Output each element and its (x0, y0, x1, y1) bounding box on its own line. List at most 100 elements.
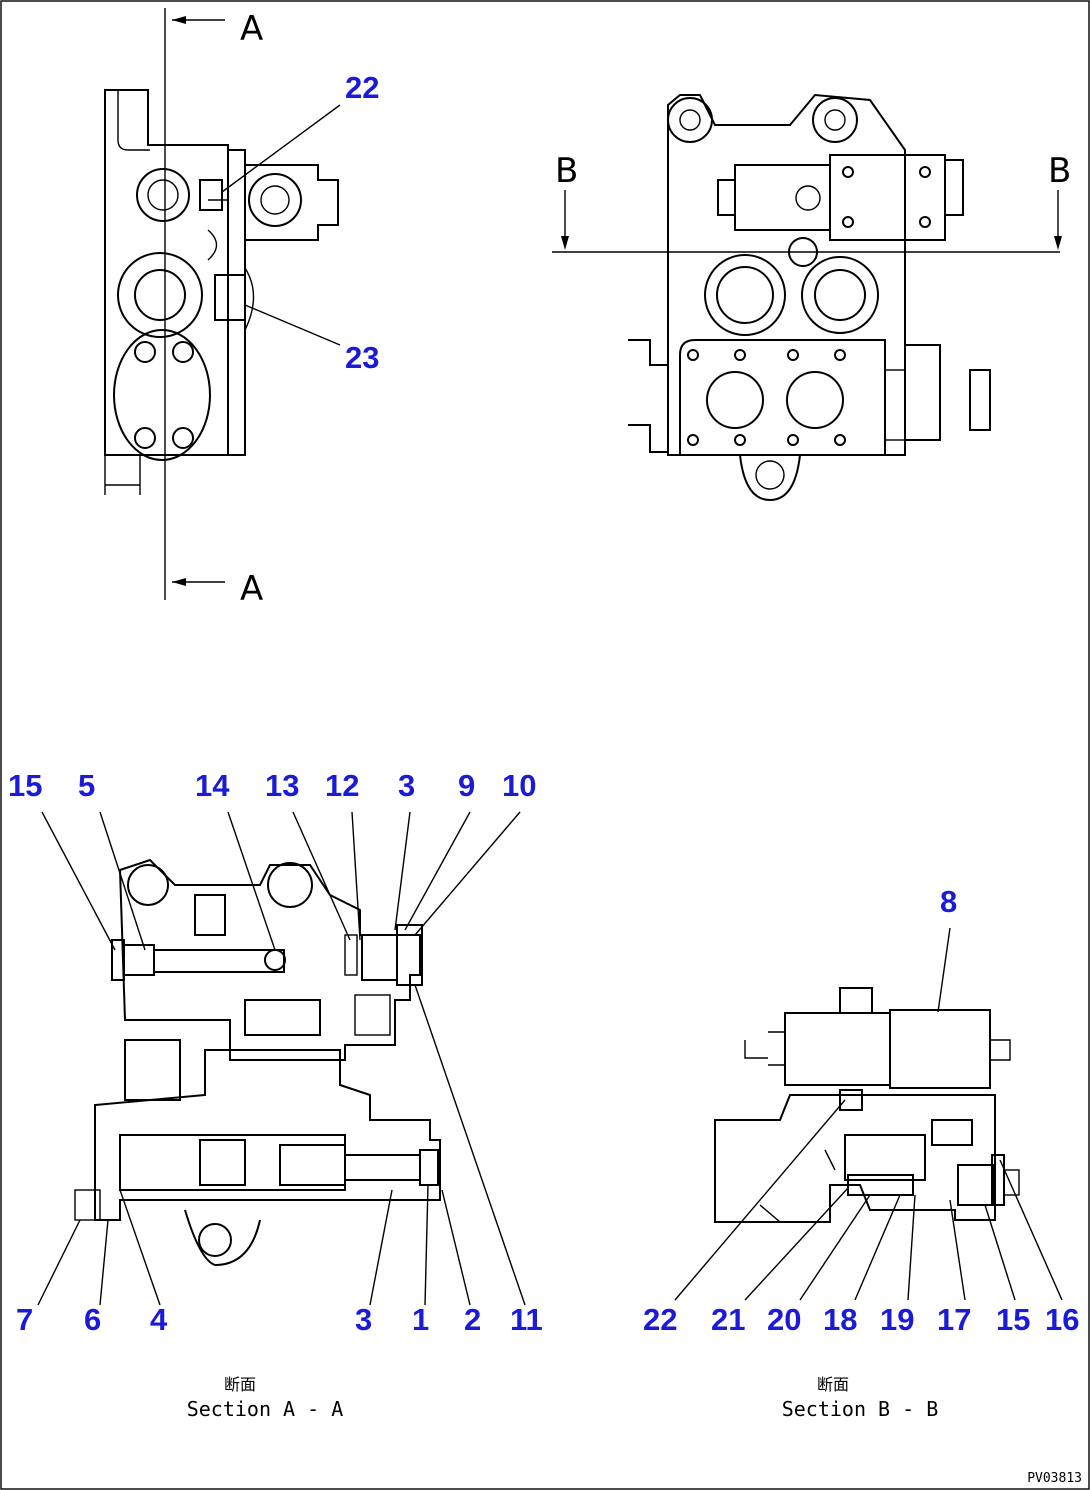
fitting-hex (248, 173, 302, 227)
arrow-b-right-head (1054, 236, 1062, 250)
callout-aa-1: 1 (412, 1302, 429, 1337)
leader-aa-9 (404, 811, 471, 931)
aa-bottom-boss-inner (198, 1223, 232, 1257)
bb-valve-top (931, 1119, 973, 1146)
connector-screw-4 (919, 216, 931, 228)
aa-lower-plug (124, 1039, 181, 1101)
leader-bb-15 (984, 1204, 1016, 1301)
bb-solenoid-connector (889, 1009, 991, 1089)
caption-bb-en: Section B - B (782, 1397, 939, 1421)
callout-aa-3: 3 (398, 768, 415, 803)
callout-aa-10: 10 (502, 768, 536, 803)
left-body-flange (117, 90, 150, 151)
section-mark-a-bottom: A (240, 569, 263, 609)
leader-aa-13 (292, 811, 351, 941)
callout-23: 23 (345, 340, 379, 375)
callout-bb-17: 17 (937, 1302, 971, 1337)
caption-aa-en: Section A - A (187, 1397, 344, 1421)
left-body-contour (207, 199, 228, 261)
bb-body (714, 1094, 996, 1223)
section-aa-view: 15 5 14 13 12 3 9 10 7 6 4 3 1 2 11 断面 S… (8, 768, 543, 1421)
plug-22 (199, 179, 223, 211)
right-boss-1 (667, 97, 713, 143)
section-mark-b-left: B (555, 151, 578, 191)
leader-aa-7 (37, 1219, 81, 1306)
aa-bottom-boss (184, 1209, 261, 1267)
plate-bolt-5 (687, 434, 699, 446)
plug-23 (214, 274, 246, 321)
top-right-view: B B (552, 93, 1071, 502)
flange-bolt-1 (134, 341, 156, 363)
callout-bb-18: 18 (823, 1302, 857, 1337)
callout-bb-22: 22 (643, 1302, 677, 1337)
leader-aa-2 (441, 1189, 471, 1306)
caption-bb-jp: 断面 (817, 1375, 849, 1394)
section-bb-view: 8 22 21 20 18 19 17 15 16 断面 Section B -… (643, 884, 1079, 1421)
right-boss-1-inner (679, 109, 701, 131)
right-nut (969, 369, 991, 431)
aa-plug-12 (361, 934, 398, 981)
arrow-b-left-head (561, 236, 569, 250)
leader-aa-10 (414, 811, 521, 936)
bb-hatch (759, 1149, 836, 1223)
right-boss-2 (812, 97, 858, 143)
leader-bb-16 (999, 1159, 1063, 1301)
callout-22: 22 (345, 70, 379, 105)
leader-bb-19 (907, 1194, 916, 1301)
solenoid-end (717, 179, 736, 216)
leader-bb-21 (744, 1187, 849, 1301)
aa-mid-spool (244, 999, 321, 1036)
lower-flange (113, 329, 211, 461)
aa-ball-14 (264, 949, 286, 971)
plug-23-seat (244, 267, 255, 331)
connector-screw-3 (842, 216, 854, 228)
aa-upper-boss-1 (127, 864, 169, 906)
bb-plug-22 (839, 1089, 863, 1111)
callout-bb-19: 19 (880, 1302, 914, 1337)
leader-aa-12 (351, 811, 361, 941)
callout-aa-2: 2 (464, 1302, 481, 1337)
plate-bolt-3 (787, 349, 799, 361)
callout-bb-21: 21 (711, 1302, 745, 1337)
right-port-1-inner (716, 266, 774, 324)
aa-tab-7 (74, 1189, 101, 1221)
plate-bolt-7 (787, 434, 799, 446)
aa-seat-13 (344, 934, 358, 976)
callout-aa-15: 15 (8, 768, 42, 803)
leader-bb-8 (937, 927, 951, 1013)
callout-aa-5: 5 (78, 768, 95, 803)
aa-mid-valve (354, 994, 391, 1036)
plate-port-2 (786, 371, 844, 429)
aa-spool-land (199, 1139, 246, 1186)
plate-bolt-4 (834, 349, 846, 361)
callout-bb-8: 8 (940, 884, 957, 919)
aa-spool-end (279, 1144, 346, 1186)
right-port-1 (704, 254, 786, 336)
plate-bolt-1 (687, 349, 699, 361)
bb-nut-16 (1003, 1169, 1020, 1196)
aa-lower-block (94, 1049, 441, 1221)
caption-aa-jp: 断面 (224, 1375, 256, 1394)
aa-upper-block (118, 858, 421, 1061)
left-body-side (228, 149, 246, 456)
right-side-slot (884, 369, 906, 441)
solenoid-housing (734, 164, 831, 231)
bb-plug-15 (957, 1164, 994, 1206)
small-port (788, 237, 818, 267)
left-side-tabs (628, 339, 668, 453)
top-left-view: A A 22 23 (104, 8, 379, 609)
callout-aa-14: 14 (195, 768, 230, 803)
callout-bb-15: 15 (996, 1302, 1030, 1337)
flange-bolt-3 (134, 427, 156, 449)
right-port-2-inner (814, 269, 866, 321)
leader-bb-17 (949, 1199, 966, 1301)
arrow-a-bottom-head (172, 578, 186, 586)
plate-bolt-2 (734, 349, 746, 361)
plate-bolt-6 (734, 434, 746, 446)
aa-cap-2 (419, 1149, 439, 1186)
callout-aa-12: 12 (325, 768, 359, 803)
callout-aa-6: 6 (84, 1302, 101, 1337)
connector-screw-1 (842, 166, 854, 178)
